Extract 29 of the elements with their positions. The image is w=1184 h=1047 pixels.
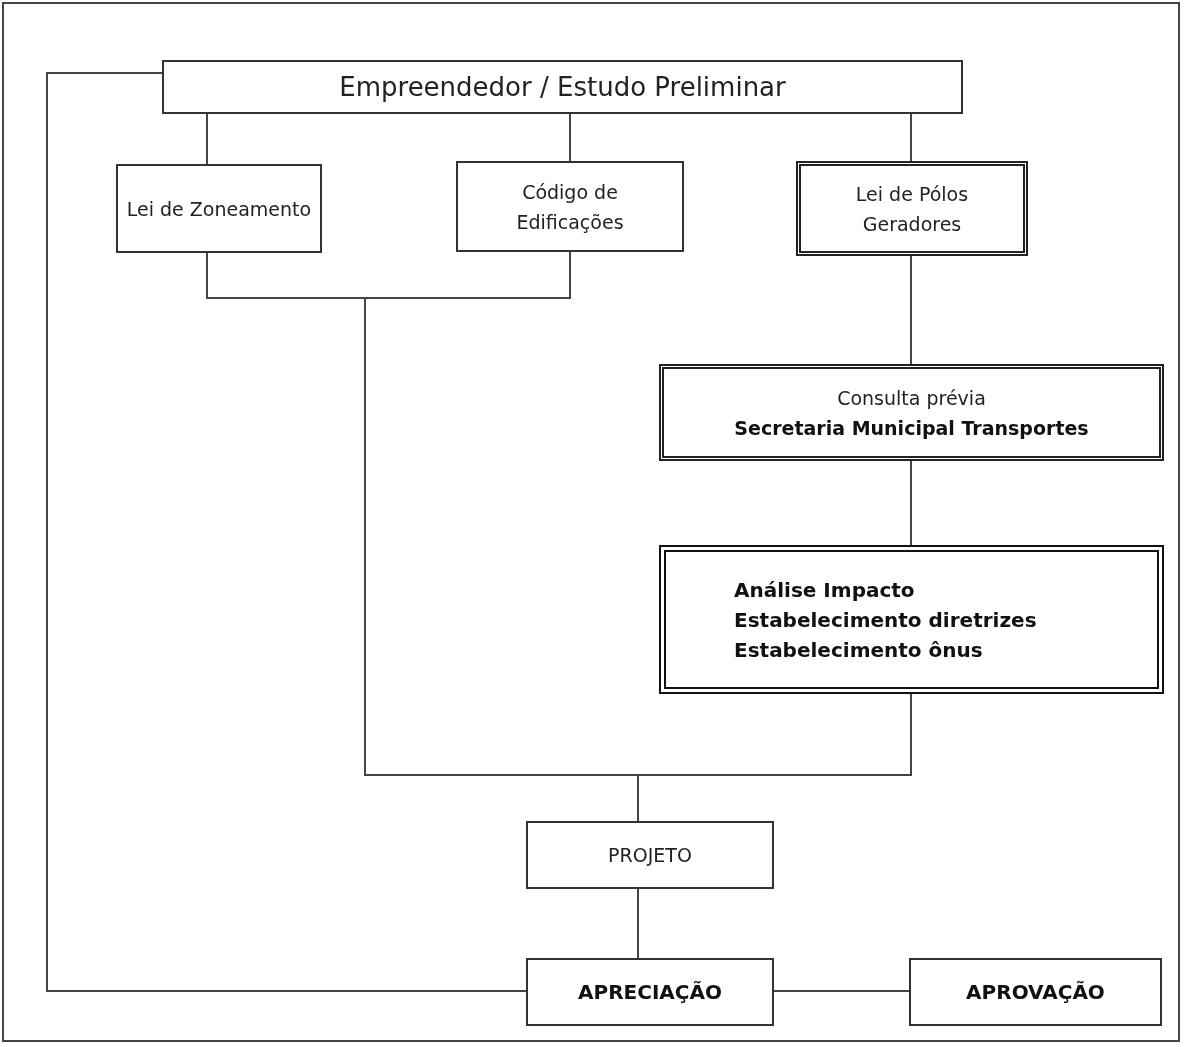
- process-box: [526, 821, 774, 889]
- box-text: APRECIAÇÃO: [578, 979, 722, 1006]
- process-box: [526, 958, 774, 1026]
- box-text: Consulta prévia: [837, 385, 986, 411]
- connector-line: [910, 255, 912, 365]
- connector-line: [206, 113, 208, 165]
- process-box: [659, 364, 1164, 461]
- box-text: Lei de Zoneamento: [126, 196, 312, 222]
- connector-line: [637, 888, 639, 959]
- connector-line: [910, 460, 912, 546]
- box-text: Secretaria Municipal Transportes: [734, 415, 1089, 441]
- box-text: Lei de Pólos Geradores: [854, 181, 970, 237]
- box-text: APROVAÇÃO: [966, 979, 1105, 1006]
- connector-line: [773, 990, 910, 992]
- connector-line: [46, 72, 527, 992]
- box-text: PROJETO: [608, 843, 692, 868]
- process-box: [162, 60, 963, 114]
- box-text: Análise Impacto: [734, 576, 915, 604]
- connector-line: [569, 113, 571, 162]
- box-text: Estabelecimento diretrizes: [734, 606, 1037, 634]
- process-box: [659, 545, 1164, 694]
- connector-line: [910, 113, 912, 162]
- box-text: Código de Edificações: [515, 179, 625, 235]
- process-box: [796, 161, 1028, 256]
- process-box: [456, 161, 684, 252]
- box-text: Estabelecimento ônus: [734, 636, 983, 664]
- process-box: [909, 958, 1162, 1026]
- box-text: Empreendedor / Estudo Preliminar: [339, 72, 786, 102]
- process-box: [116, 164, 322, 253]
